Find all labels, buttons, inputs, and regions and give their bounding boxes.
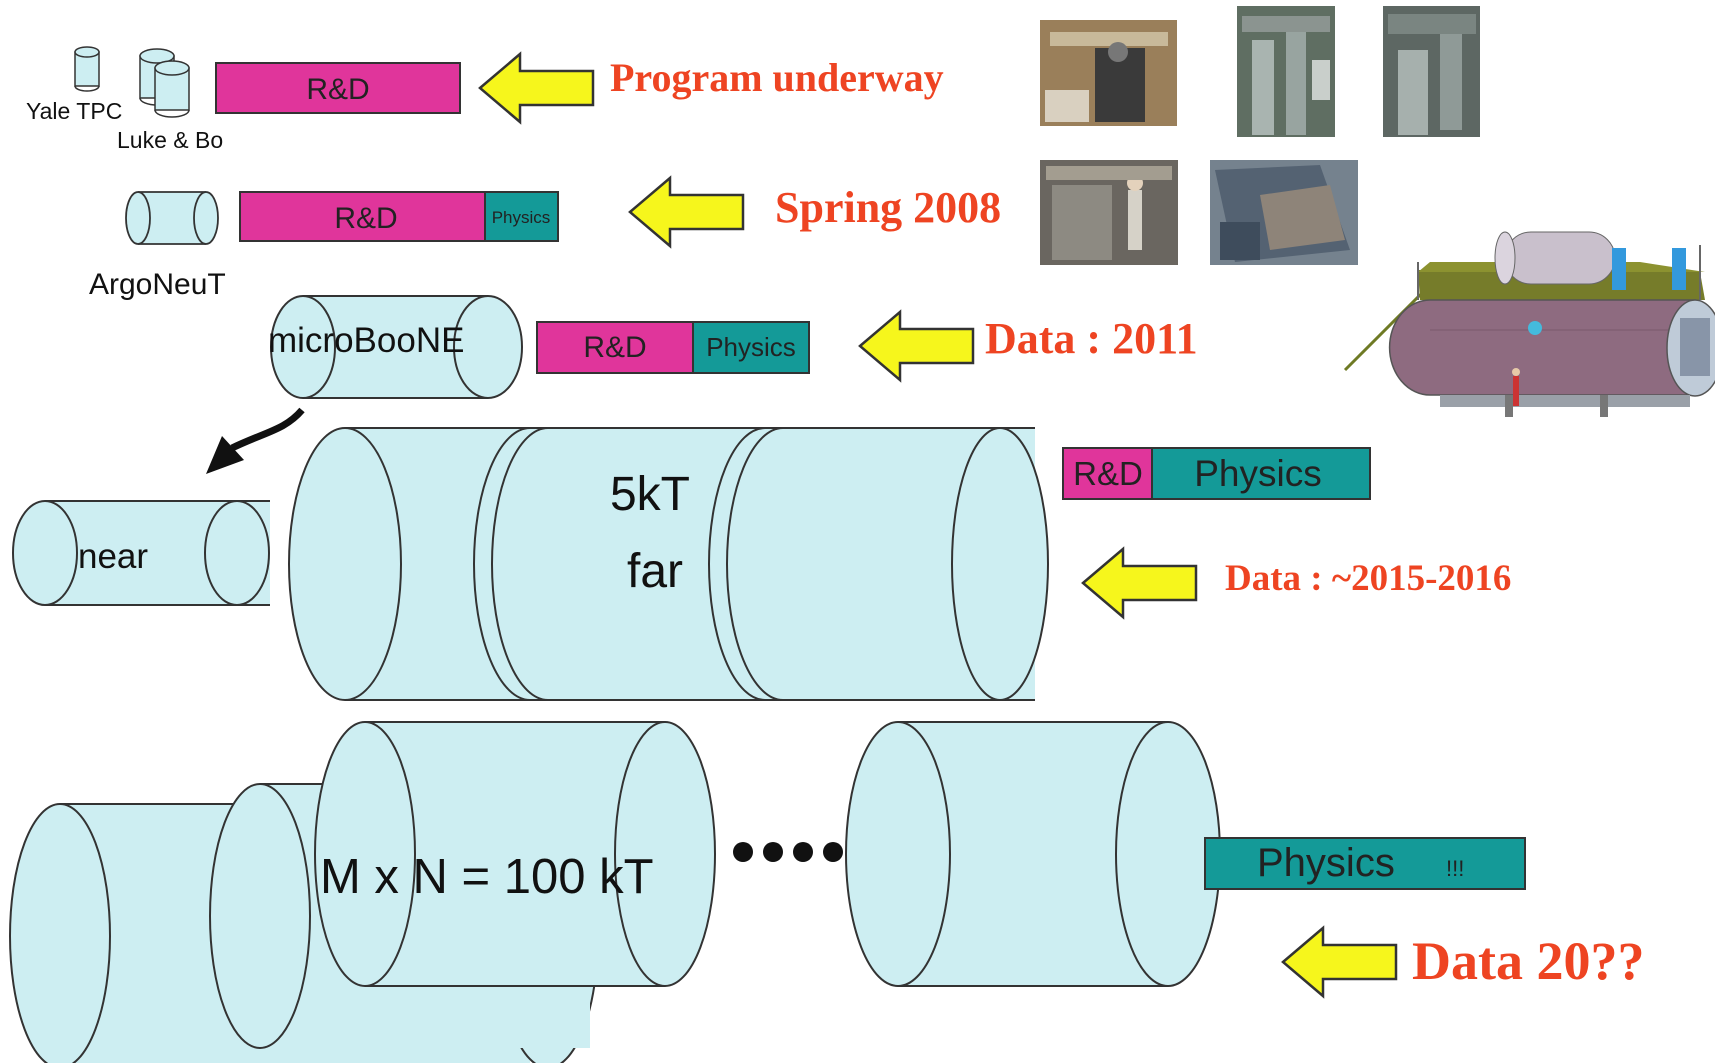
row4-arrow-icon	[1081, 547, 1198, 619]
row4-status: Data : ~2015-2016	[1225, 558, 1511, 599]
row3-physics-label: Physics	[706, 332, 796, 362]
yale-tpc-label: Yale TPC	[26, 98, 122, 124]
row5-physics-suffix: !!!	[1446, 856, 1464, 881]
row2-arrow-icon	[628, 176, 745, 248]
mxn-cylinder-stack-icon	[9, 721, 1221, 1063]
photo-lab-2	[1237, 6, 1335, 137]
luke-bo-label: Luke & Bo	[117, 127, 223, 153]
row3-bar: R&D Physics	[536, 321, 810, 374]
cryostat-render	[1343, 231, 1715, 417]
row4-bar: R&D Physics	[1062, 447, 1371, 500]
mxn-label: M x N = 100 kT	[320, 850, 654, 904]
arrow-to-near-icon	[206, 407, 305, 474]
argoneut-label: ArgoNeuT	[89, 268, 226, 301]
row5-physics-segment	[1204, 837, 1526, 890]
luke-bo-cylinder-icon	[139, 48, 190, 118]
far-5kt-label: 5kT	[610, 468, 690, 521]
row2-bar: R&D Physics	[239, 191, 559, 242]
row2-status: Spring 2008	[775, 183, 1001, 232]
row3-arrow-icon	[858, 310, 975, 382]
row1-bar: R&D	[215, 62, 461, 114]
microboone-label: microBooNE	[268, 321, 464, 360]
photo-lab-4	[1040, 160, 1178, 265]
photo-lab-5	[1210, 160, 1358, 265]
row5-physics-label: Physics	[1257, 841, 1395, 885]
row3-physics-segment	[692, 321, 810, 374]
row2-rnd-label: R&D	[334, 202, 397, 235]
microboone-cylinder-icon	[270, 295, 523, 399]
row4-physics-label: Physics	[1194, 453, 1321, 494]
row2-physics-segment	[484, 191, 559, 242]
row2-physics-label: Physics	[492, 208, 551, 227]
row4-rnd-label: R&D	[1073, 455, 1143, 492]
row3-rnd-label: R&D	[583, 331, 646, 364]
row1-arrow-icon	[478, 52, 595, 124]
near-cylinder-icon	[12, 500, 270, 606]
argoneut-cylinder-icon	[125, 191, 219, 245]
photo-lab-1	[1040, 20, 1177, 126]
photo-lab-3	[1383, 6, 1480, 137]
row3-status: Data : 2011	[985, 314, 1198, 363]
far-label: far	[627, 545, 683, 598]
near-label: near	[78, 537, 148, 576]
row4-physics-segment	[1151, 447, 1371, 500]
yale-tpc-cylinder-icon	[74, 46, 100, 92]
row5-bar: Physics !!!	[1204, 837, 1526, 890]
dots-icon	[733, 842, 843, 862]
far-5kt-cylinder-icon	[288, 427, 1049, 701]
row1-rnd-segment	[215, 62, 461, 114]
row1-status: Program underway	[610, 55, 944, 100]
row5-status: Data 20??	[1412, 931, 1644, 991]
row1-rnd-label: R&D	[306, 73, 369, 106]
row5-arrow-icon	[1281, 926, 1398, 998]
